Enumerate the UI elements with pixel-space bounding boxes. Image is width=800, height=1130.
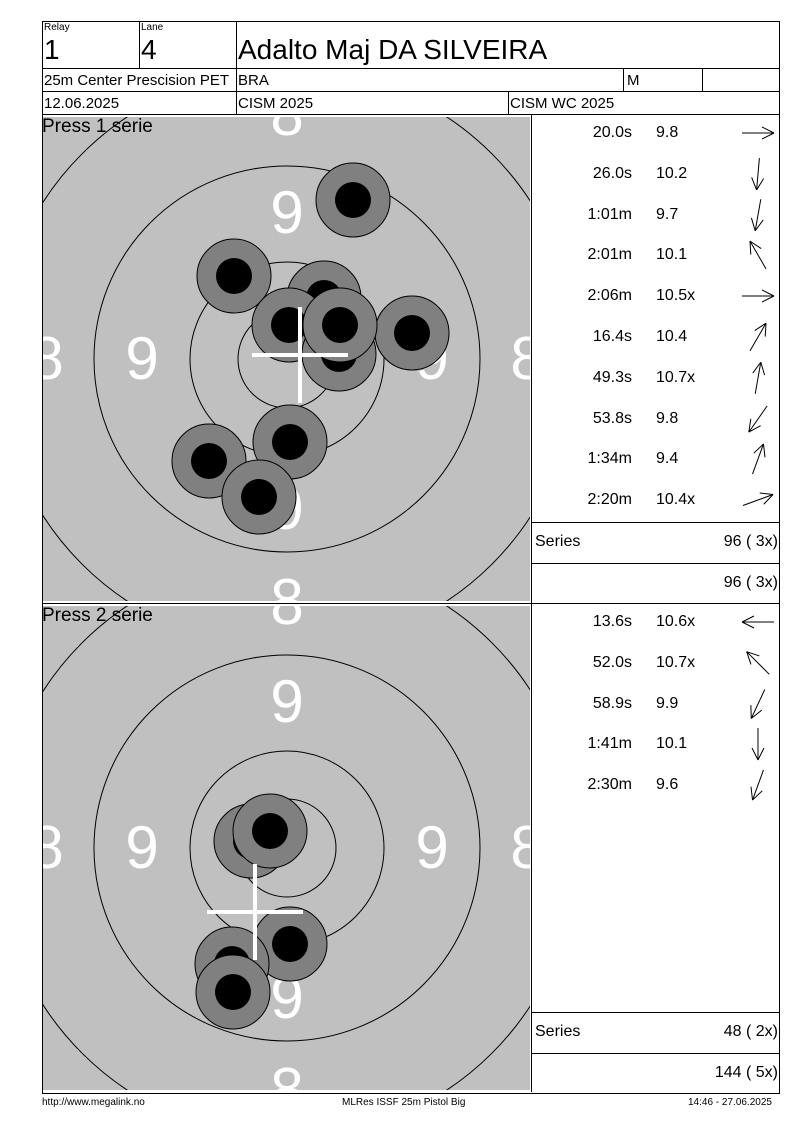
shot-hole xyxy=(252,906,328,982)
shot-score: 9.6 xyxy=(656,776,679,794)
target-ring xyxy=(93,654,481,1042)
ring-number-bottom: 8 xyxy=(270,1056,303,1090)
series-title: Press 2 serie xyxy=(42,605,153,626)
shot-score: 9.8 xyxy=(656,124,679,141)
shot-hole xyxy=(221,459,297,535)
group-center-cross xyxy=(252,307,348,403)
footer-printed: 14:46 - 27.06.2025 xyxy=(688,1097,772,1108)
ring-number-left: 9 xyxy=(125,814,158,881)
shot-score: 9.9 xyxy=(656,694,679,712)
championship: CISM WC 2025 xyxy=(510,95,615,112)
series-label: Series xyxy=(535,1023,581,1040)
shot-time: 58.9s xyxy=(592,694,632,712)
shot-time: 1:01m xyxy=(587,205,632,223)
ring-number-upper: 9 xyxy=(270,179,303,246)
series-label: Series xyxy=(535,533,581,550)
ring-number-top: 8 xyxy=(270,117,303,148)
shot-time: 2:20m xyxy=(587,491,632,509)
lane-label: Lane xyxy=(141,22,164,33)
shot-score: 10.2 xyxy=(656,164,688,182)
ring-number-top: 8 xyxy=(270,606,303,637)
shot-direction-arrow-icon xyxy=(751,728,765,761)
shot-time: 26.0s xyxy=(592,164,632,182)
shot-direction-arrow-icon xyxy=(742,492,774,507)
shot-direction-arrow-icon xyxy=(742,289,775,303)
shot-hole xyxy=(252,404,328,480)
event-name: 25m Center Prescision PET xyxy=(44,72,230,89)
ring-number-left_outer: 8 xyxy=(43,814,64,881)
shot-direction-arrow-icon xyxy=(749,241,767,270)
shot-time: 2:06m xyxy=(587,287,632,305)
series-total: 96 ( 3x) xyxy=(723,533,778,550)
shot-hole xyxy=(232,793,308,869)
target-face: 89989988 xyxy=(43,606,530,1090)
shot-time: 16.4s xyxy=(592,328,632,345)
shot-time: 49.3s xyxy=(592,368,632,386)
ring-number-right_outer: 8 xyxy=(510,325,530,392)
shot-score: 10.5x xyxy=(656,287,696,305)
shot-hole xyxy=(195,954,271,1030)
shot-direction-arrow-icon xyxy=(748,405,768,433)
shot-score: 10.7x xyxy=(656,368,696,386)
shot-time: 2:01m xyxy=(587,246,632,264)
shot-score: 10.7x xyxy=(656,653,696,671)
shot-direction-arrow-icon xyxy=(750,769,764,801)
shot-score: 9.4 xyxy=(656,450,679,468)
shot-direction-arrow-icon xyxy=(752,361,766,394)
shot-direction-arrow-icon xyxy=(750,688,766,719)
group-center-cross xyxy=(207,864,303,960)
shot-hole xyxy=(374,295,450,371)
relay-value: 1 xyxy=(44,34,60,65)
shot-time: 2:30m xyxy=(587,776,632,794)
shot-time: 20.0s xyxy=(592,124,632,141)
nation: BRA xyxy=(238,72,269,89)
shot-direction-arrow-icon xyxy=(750,198,764,231)
date: 12.06.2025 xyxy=(44,95,120,112)
running-total: 144 ( 5x) xyxy=(714,1064,778,1081)
shot-score: 10.4 xyxy=(656,328,688,345)
shot-hole xyxy=(196,238,272,314)
series-title: Press 1 serie xyxy=(42,116,153,137)
shot-direction-arrow-icon xyxy=(742,126,775,140)
shot-score: 10.1 xyxy=(656,246,688,264)
relay-label: Relay xyxy=(44,22,70,33)
running-total: 96 ( 3x) xyxy=(723,574,778,591)
shot-direction-arrow-icon xyxy=(741,615,774,629)
target-ring xyxy=(93,165,481,553)
footer-website[interactable]: http://www.megalink.no xyxy=(42,1097,145,1108)
shot-score: 10.6x xyxy=(656,613,696,630)
shot-score: 10.4x xyxy=(656,491,696,509)
shot-score: 9.8 xyxy=(656,409,679,427)
shot-time: 1:41m xyxy=(587,735,632,753)
shot-score: 9.7 xyxy=(656,205,679,223)
ring-number-upper: 9 xyxy=(270,668,303,735)
lane-value: 4 xyxy=(141,34,157,65)
shot-hole xyxy=(315,162,391,238)
ring-number-left: 9 xyxy=(125,325,158,392)
competition: CISM 2025 xyxy=(238,95,314,112)
series-total: 48 ( 2x) xyxy=(723,1023,778,1040)
shot-time: 53.8s xyxy=(592,409,632,427)
shot-time: 1:34m xyxy=(587,450,632,468)
gender: M xyxy=(627,72,640,89)
ring-number-right_outer: 8 xyxy=(510,814,530,881)
shot-direction-arrow-icon xyxy=(752,443,766,475)
shot-direction-arrow-icon xyxy=(751,157,765,190)
shot-direction-arrow-icon xyxy=(746,651,770,675)
shot-time: 52.0s xyxy=(592,653,632,671)
footer-software: MLRes ISSF 25m Pistol Big xyxy=(342,1097,466,1108)
shot-direction-arrow-icon xyxy=(749,322,767,352)
ring-number-left_outer: 8 xyxy=(43,325,64,392)
ring-number-right: 9 xyxy=(415,814,448,881)
target-face: 89989988 xyxy=(43,117,530,601)
shot-time: 13.6s xyxy=(592,613,632,630)
shot-score: 10.1 xyxy=(656,735,688,753)
shooter-name: Adalto Maj DA SILVEIRA xyxy=(238,34,548,65)
ring-number-bottom: 8 xyxy=(270,567,303,601)
shot-hole xyxy=(302,287,378,363)
